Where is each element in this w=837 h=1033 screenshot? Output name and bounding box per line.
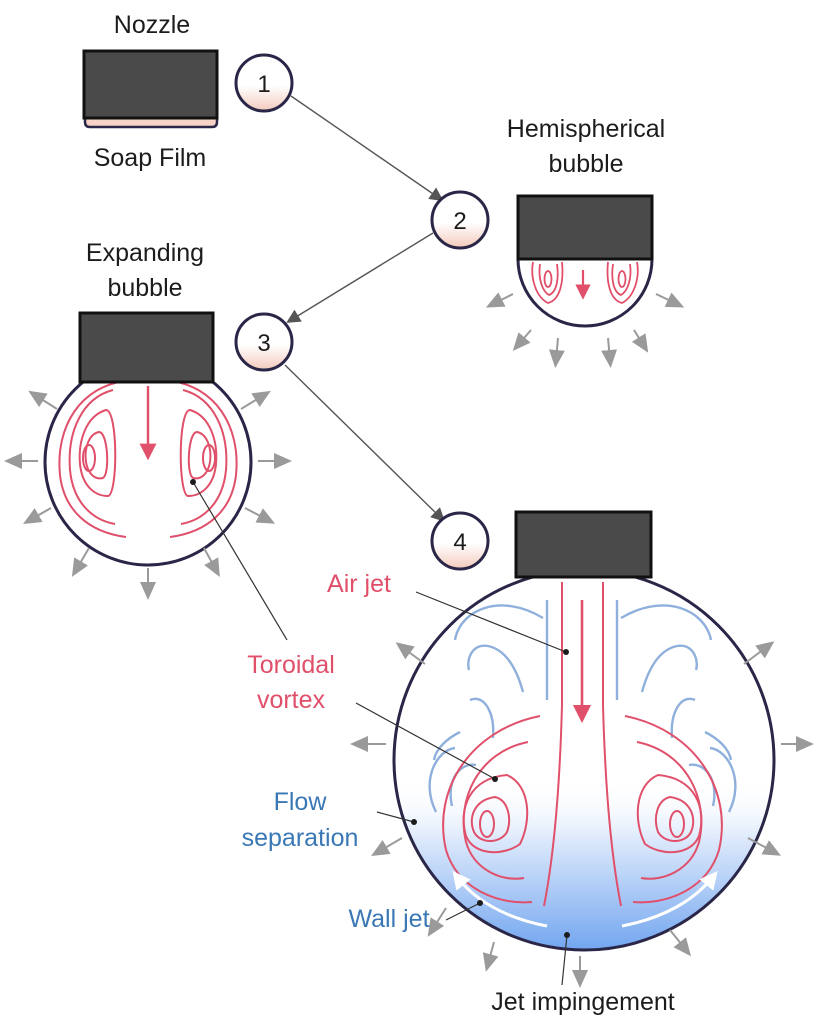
- step-4-number: 4: [453, 529, 466, 556]
- step-2-marker: 2: [430, 190, 490, 250]
- toroidal-vortex-lines: [442, 582, 723, 907]
- label-nozzle: Nozzle: [114, 11, 190, 39]
- stage-3-expanding-group: Expanding bubble: [4, 239, 292, 600]
- large-bubble-expansion-arrows: [350, 641, 814, 988]
- nozzle-4: [514, 510, 653, 579]
- annotation-leaders: [192, 481, 568, 986]
- step-1-marker: 1: [234, 53, 294, 113]
- nozzle-3: [78, 311, 215, 384]
- step-connectors: [284, 95, 445, 522]
- nozzle-1: [82, 49, 219, 120]
- label-soap-film: Soap Film: [94, 144, 207, 172]
- label-toroidal-line2: vortex: [257, 686, 326, 714]
- hemispherical-vortex: [531, 261, 639, 304]
- label-hemispherical-line1: Hemispherical: [507, 115, 665, 143]
- wall-jet-arrows: [452, 870, 718, 928]
- step-3-marker: 3: [234, 312, 294, 372]
- label-toroidal-line1: Toroidal: [247, 651, 335, 679]
- label-hemispherical-line2: bubble: [548, 150, 623, 178]
- label-jet-impingement: Jet impingement: [491, 988, 674, 1016]
- hemispherical-expansion-arrows: [485, 292, 685, 368]
- label-flow-separation-line2: separation: [242, 824, 359, 852]
- separated-flow-lines: [428, 600, 737, 813]
- impingement-gradient: [394, 780, 774, 950]
- stage-2-hemispherical-group: Hemispherical bubble: [485, 115, 685, 368]
- soap-film: [83, 116, 219, 129]
- stage-1-nozzle-group: Nozzle Soap Film: [82, 11, 219, 172]
- expanding-expansion-arrows: [4, 390, 292, 600]
- label-air-jet: Air jet: [327, 570, 391, 598]
- step-1-number: 1: [257, 71, 270, 98]
- nozzle-2: [516, 194, 654, 261]
- label-wall-jet: Wall jet: [348, 905, 429, 933]
- step-4-marker: 4: [430, 511, 490, 571]
- label-expanding-line1: Expanding: [86, 239, 204, 267]
- step-2-number: 2: [453, 208, 466, 235]
- expanding-vortex: [58, 380, 238, 538]
- label-flow-separation-line1: Flow: [274, 788, 328, 816]
- label-expanding-line2: bubble: [107, 274, 182, 302]
- step-3-number: 3: [257, 330, 270, 357]
- annotation-dots: [190, 479, 570, 938]
